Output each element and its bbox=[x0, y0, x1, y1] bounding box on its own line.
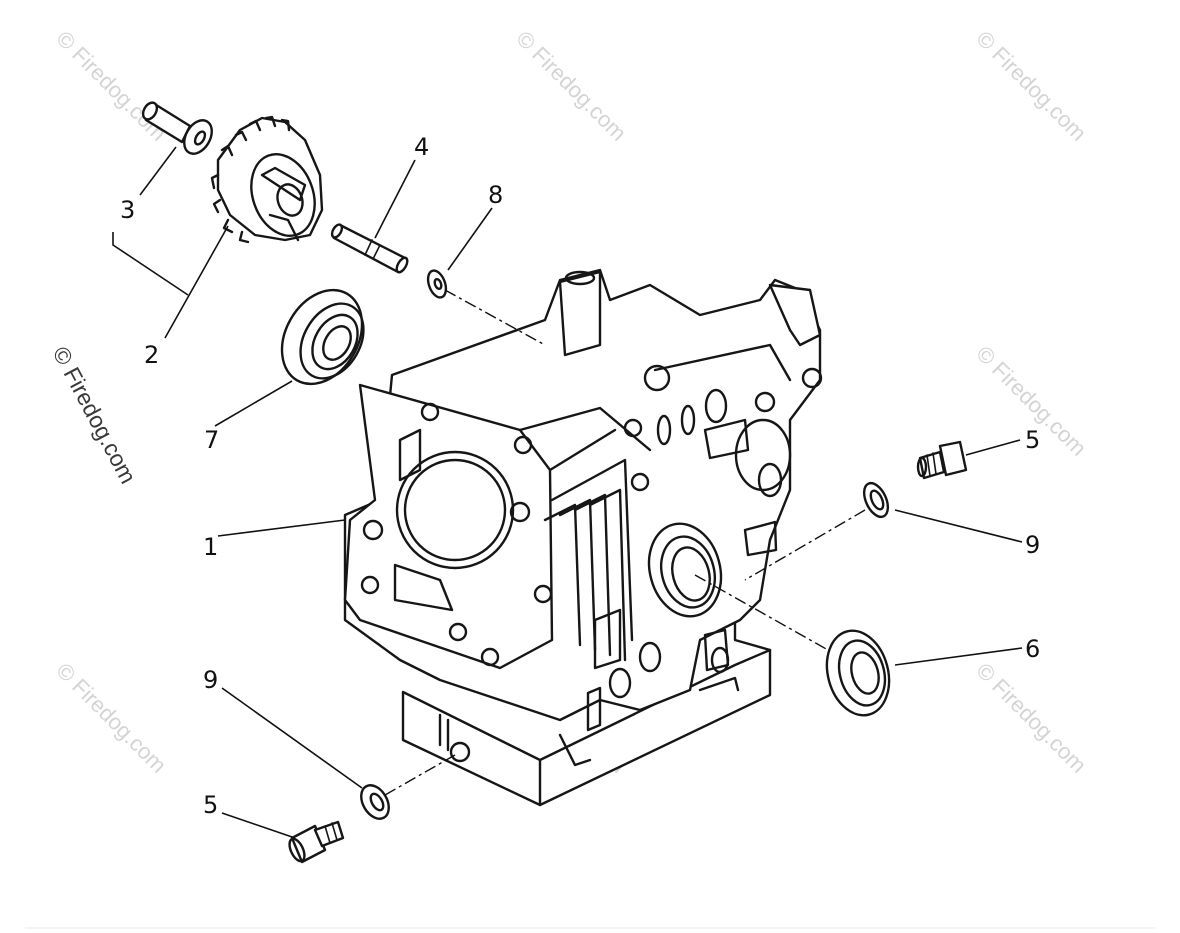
watermark: © Firedog.com bbox=[971, 26, 1091, 146]
watermark-side: © Firedog.com bbox=[48, 342, 142, 488]
plug-bottom-part bbox=[288, 820, 345, 864]
bearing-part bbox=[280, 288, 365, 386]
callout-5-right: 5 bbox=[1025, 426, 1040, 454]
oil-seal-part bbox=[825, 629, 891, 717]
pin-part bbox=[141, 101, 213, 155]
callout-9-bottom: 9 bbox=[203, 666, 218, 694]
callout-5-bottom: 5 bbox=[203, 791, 218, 819]
callout-9-right: 9 bbox=[1025, 531, 1040, 559]
callout-4: 4 bbox=[414, 133, 429, 161]
watermark: © Firedog.com bbox=[971, 658, 1091, 778]
plug-right-part bbox=[916, 440, 968, 480]
watermark: © Firedog.com bbox=[51, 658, 171, 778]
callout-7: 7 bbox=[204, 426, 219, 454]
callout-8: 8 bbox=[488, 181, 503, 209]
watermark: © Firedog.com bbox=[51, 26, 171, 146]
shaft-part bbox=[330, 223, 409, 274]
gear-part bbox=[210, 115, 324, 244]
watermark: © Firedog.com bbox=[511, 26, 631, 146]
callout-numbers: 1 2 3 4 8 7 5 9 6 9 5 bbox=[120, 133, 1040, 819]
callout-6: 6 bbox=[1025, 635, 1040, 663]
leader-lines bbox=[112, 146, 1023, 839]
washer-bottom-part bbox=[360, 784, 390, 820]
washer-right-part bbox=[862, 481, 890, 519]
washer-top-part bbox=[426, 269, 448, 299]
callout-2: 2 bbox=[144, 341, 159, 369]
callout-1: 1 bbox=[203, 533, 218, 561]
engine-block bbox=[343, 268, 823, 807]
callout-3: 3 bbox=[120, 196, 135, 224]
